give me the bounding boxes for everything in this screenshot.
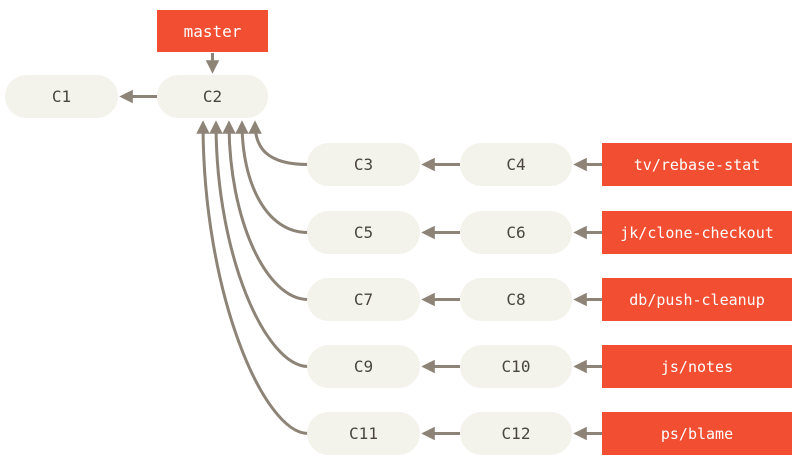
commit-node-c6: C6 [460,211,572,254]
commit-node-c5: C5 [307,211,420,254]
commit-node-c12: C12 [460,412,572,455]
branch-label-master: master [157,10,268,52]
arrow-c5-to-c2 [235,120,309,234]
arrow-c9-to-c2 [209,120,309,368]
arrow-c7-to-c2 [222,120,309,301]
commit-node-c3: C3 [307,143,420,186]
branch-label-tv-rebase-stat: tv/rebase-stat [602,143,792,186]
branch-label-ps-blame: ps/blame [602,412,792,455]
commit-node-c8: C8 [460,278,572,321]
arrow-c3-to-c2 [248,120,309,166]
commit-node-c10: C10 [460,345,572,388]
commit-node-c2: C2 [157,75,268,118]
commit-node-c11: C11 [307,412,420,455]
commit-node-c9: C9 [307,345,420,388]
branch-label-jk-clone-checkout: jk/clone-checkout [602,211,792,254]
commit-node-c4: C4 [460,143,572,186]
branch-label-js-notes: js/notes [602,345,792,388]
commit-node-c1: C1 [5,75,118,118]
branch-label-db-push-cleanup: db/push-cleanup [602,278,792,321]
arrow-c11-to-c2 [196,120,309,435]
commit-node-c7: C7 [307,278,420,321]
